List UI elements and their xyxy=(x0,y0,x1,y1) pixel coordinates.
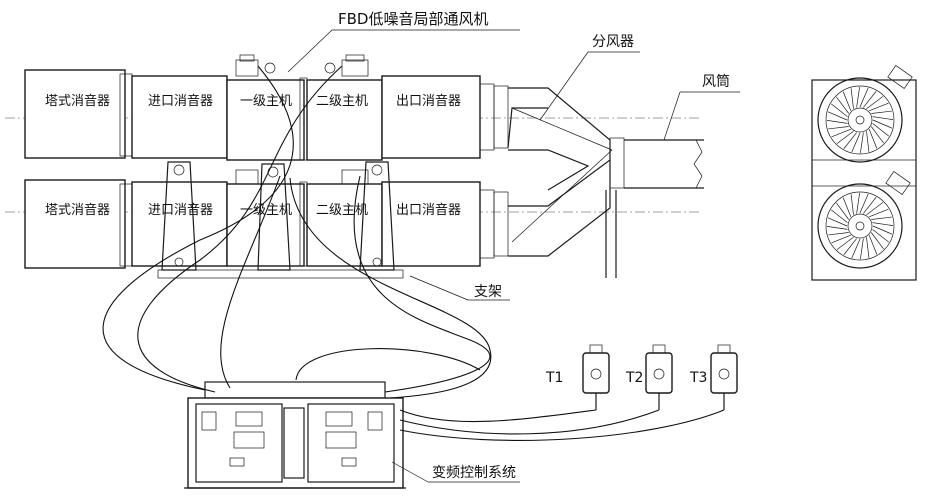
impeller-blade xyxy=(872,119,893,129)
support-brackets xyxy=(161,161,395,271)
impeller-blade xyxy=(870,232,884,250)
impeller-blade xyxy=(872,229,889,243)
impeller-blade xyxy=(836,236,854,250)
callout-bracket: 支架 xyxy=(474,284,502,300)
impeller-blade xyxy=(826,120,848,124)
fan-end-view xyxy=(811,65,917,281)
impeller-blade xyxy=(842,197,852,217)
bottom-stage2-unit xyxy=(306,183,383,267)
impeller-blade xyxy=(870,126,884,144)
label-bottom-outlet-silencer: 出口消音器 xyxy=(396,202,461,218)
callout-vfd: 变频控制系统 xyxy=(432,465,516,481)
impeller-blade xyxy=(842,91,852,111)
label-bottom-stage1: 一级主机 xyxy=(240,203,292,218)
label-sensor-t1: T1 xyxy=(545,370,563,386)
impeller-blade xyxy=(872,123,889,137)
impeller-blade xyxy=(866,202,884,216)
bottom-fan-assembly xyxy=(5,169,700,279)
label-bottom-stage2: 二级主机 xyxy=(316,203,368,218)
top-tower-silencer xyxy=(24,69,126,159)
callout-title: FBD低噪音局部通风机 xyxy=(338,10,488,28)
callout-labels: FBD低噪音局部通风机 分风器 风筒 支架 变频控制系统 xyxy=(338,10,730,481)
impeller-blade xyxy=(868,235,878,255)
impeller-blade xyxy=(860,132,864,154)
sensor-t3 xyxy=(710,344,738,410)
impeller-blade xyxy=(872,222,894,226)
impeller-blade xyxy=(851,238,861,259)
impeller-blade xyxy=(871,110,892,114)
impeller-blade xyxy=(869,208,889,218)
impeller-blade xyxy=(831,103,848,117)
impeller-blade xyxy=(836,202,850,220)
impeller-blade xyxy=(843,238,857,255)
leader-lines xyxy=(287,29,740,483)
impeller-blade xyxy=(860,238,864,260)
impeller-blade xyxy=(843,132,857,149)
sensor-t1 xyxy=(582,344,610,410)
impeller-blade xyxy=(831,209,848,223)
impeller-blade xyxy=(868,129,878,149)
label-bottom-tower-silencer: 塔式消音器 xyxy=(45,202,110,218)
label-top-stage2: 二级主机 xyxy=(316,94,368,109)
label-sensor-t3: T3 xyxy=(689,370,707,386)
impeller-blade xyxy=(831,234,851,244)
top-inlet-silencer xyxy=(131,75,228,159)
cables xyxy=(102,65,725,441)
component-labels: 塔式消音器 进口消音器 一级主机 二级主机 出口消音器 塔式消音器 进口消音器 … xyxy=(45,93,461,218)
impeller-blade xyxy=(836,130,854,144)
sensor-t2 xyxy=(645,344,673,410)
top-stage1-unit xyxy=(226,79,305,161)
bottom-tower-silencer xyxy=(24,179,126,269)
impeller-blade xyxy=(869,102,889,112)
callout-duct: 风筒 xyxy=(702,73,730,90)
impeller-blade xyxy=(828,126,849,130)
impeller-blade xyxy=(872,225,893,235)
impeller-blade xyxy=(859,87,869,108)
callout-splitter: 分风器 xyxy=(592,34,634,50)
vfd-control-cabinet xyxy=(184,381,406,489)
label-top-stage1: 一级主机 xyxy=(240,94,292,109)
impeller-blade xyxy=(836,96,850,114)
bottom-stage1-unit xyxy=(226,183,305,267)
impeller-blade xyxy=(827,217,848,227)
air-duct xyxy=(624,139,704,189)
air-splitter xyxy=(507,87,625,278)
impeller-blade xyxy=(850,88,854,109)
impeller-blade xyxy=(866,131,870,152)
top-fan-assembly xyxy=(5,54,700,161)
impeller-blade xyxy=(856,86,860,108)
impeller-blade xyxy=(827,111,848,121)
impeller-blade xyxy=(856,192,860,214)
sensor-labels: T1 T2 T3 xyxy=(545,370,707,386)
label-bottom-inlet-silencer: 进口消音器 xyxy=(148,202,213,218)
bottom-inlet-silencer xyxy=(131,181,228,267)
label-top-outlet-silencer: 出口消音器 xyxy=(396,93,461,109)
top-stage2-unit xyxy=(306,79,383,161)
impeller-blade xyxy=(831,128,851,138)
bottom-outlet-silencer xyxy=(381,181,481,267)
label-top-inlet-silencer: 进口消音器 xyxy=(148,93,213,109)
impeller-blade xyxy=(872,116,894,120)
impeller-blade xyxy=(859,193,869,214)
top-outlet-silencer xyxy=(381,75,481,159)
impeller-blade xyxy=(850,194,854,215)
impeller-blade xyxy=(871,216,892,220)
impeller-blade xyxy=(866,237,870,258)
impeller-blade xyxy=(863,197,877,214)
impeller-blade xyxy=(866,96,884,110)
impeller-blade xyxy=(851,132,861,153)
label-sensor-t2: T2 xyxy=(625,370,643,386)
temperature-sensors xyxy=(582,344,738,410)
impeller-blade xyxy=(828,232,849,236)
impeller-blade xyxy=(863,91,877,108)
label-top-tower-silencer: 塔式消音器 xyxy=(45,93,110,109)
impeller-blade xyxy=(826,226,848,230)
